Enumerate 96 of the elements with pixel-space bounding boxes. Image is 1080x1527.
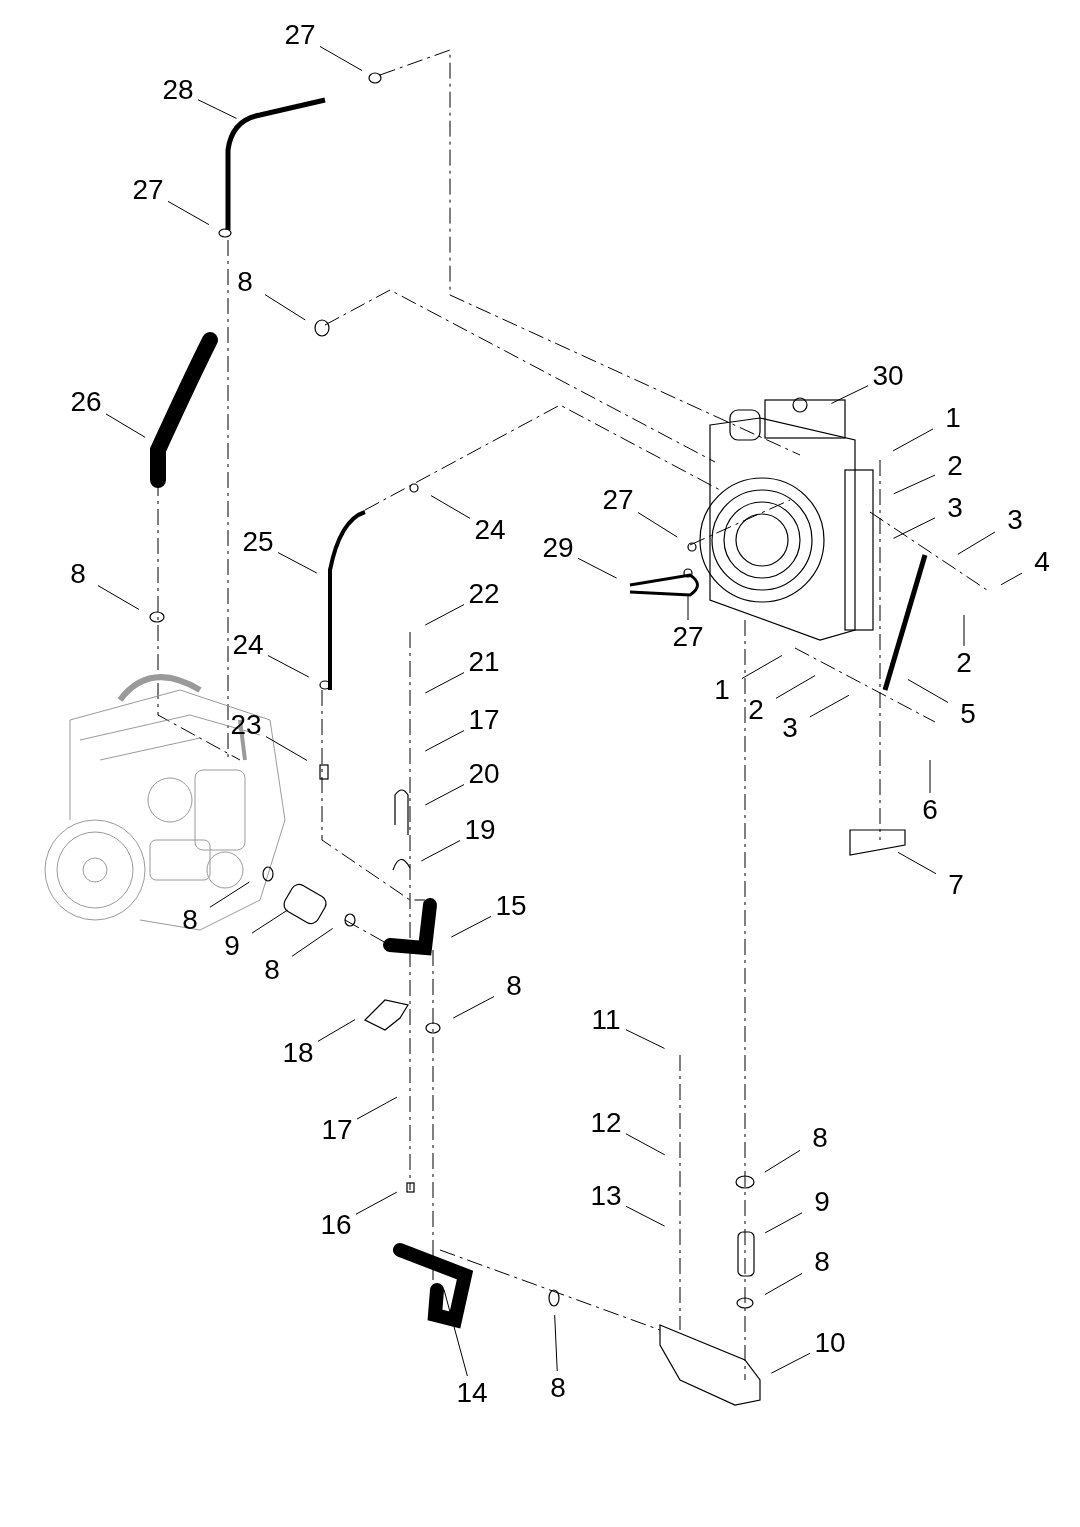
callout-number: 26 xyxy=(70,388,102,416)
callout-number: 8 xyxy=(506,972,522,1000)
callout-number: 8 xyxy=(814,1248,830,1276)
leader-line xyxy=(770,1352,811,1374)
leader-line xyxy=(929,759,931,794)
leader-line xyxy=(424,672,465,694)
callout-number: 1 xyxy=(945,404,961,432)
leader-line xyxy=(963,614,965,647)
leader-line xyxy=(625,1029,665,1049)
leader-line xyxy=(430,495,471,519)
leader-line xyxy=(554,1314,558,1372)
leader-line xyxy=(424,730,465,752)
callout-number: 27 xyxy=(284,21,316,49)
callout-number: 30 xyxy=(872,362,904,390)
callout-number: 16 xyxy=(320,1211,352,1239)
leader-line xyxy=(577,557,618,579)
leader-line xyxy=(265,736,308,761)
leader-line xyxy=(625,1205,666,1227)
leader-line xyxy=(420,840,461,862)
leader-line xyxy=(893,474,936,495)
callout-number: 28 xyxy=(162,76,194,104)
callout-number: 10 xyxy=(814,1329,846,1357)
callout-number: 8 xyxy=(812,1124,828,1152)
callout-number: 4 xyxy=(1034,548,1050,576)
callout-number: 2 xyxy=(947,452,963,480)
callout-number: 8 xyxy=(70,560,86,588)
leader-line xyxy=(319,45,363,72)
callout-number: 3 xyxy=(1007,506,1023,534)
leader-line xyxy=(267,655,310,678)
leader-line xyxy=(775,675,816,699)
callout-number: 20 xyxy=(468,760,500,788)
callout-number: 27 xyxy=(602,486,634,514)
callout-number: 21 xyxy=(468,648,500,676)
leader-line xyxy=(1000,572,1023,586)
callout-number: 18 xyxy=(282,1039,314,1067)
callout-number: 2 xyxy=(748,696,764,724)
leader-line xyxy=(264,294,306,321)
callout-number: 19 xyxy=(464,816,496,844)
callout-number: 29 xyxy=(542,534,574,562)
callout-number: 27 xyxy=(132,176,164,204)
leader-line xyxy=(97,585,140,610)
leader-line xyxy=(741,655,783,679)
callout-number: 23 xyxy=(230,711,262,739)
leader-line xyxy=(450,915,492,938)
callout-number: 17 xyxy=(321,1116,353,1144)
callout-number: 3 xyxy=(947,494,963,522)
leader-line xyxy=(831,385,869,404)
leader-line xyxy=(356,1096,398,1120)
leader-line xyxy=(291,928,334,957)
leader-line xyxy=(764,1212,803,1234)
callout-number: 13 xyxy=(590,1182,622,1210)
callout-number: 12 xyxy=(590,1109,622,1137)
callout-number: 15 xyxy=(495,892,527,920)
leader-line xyxy=(317,1019,356,1042)
callout-number: 3 xyxy=(782,714,798,742)
callout-number: 9 xyxy=(224,932,240,960)
leader-line xyxy=(424,604,465,626)
callout-number: 22 xyxy=(468,580,500,608)
leader-line xyxy=(892,428,934,452)
callout-number: 24 xyxy=(474,516,506,544)
leader-line xyxy=(625,1133,666,1156)
callout-number: 25 xyxy=(242,528,274,556)
callout-number: 5 xyxy=(960,700,976,728)
callout-number: 7 xyxy=(948,871,964,899)
leader-line xyxy=(764,1149,801,1173)
leader-line xyxy=(167,200,210,226)
leader-line xyxy=(957,531,996,555)
leader-line xyxy=(637,512,678,538)
leader-line xyxy=(892,517,936,539)
callout-number: 8 xyxy=(182,906,198,934)
callout-number: 11 xyxy=(591,1006,621,1034)
callout-number: 17 xyxy=(468,706,500,734)
leader-line xyxy=(209,881,250,908)
leader-line xyxy=(687,594,689,621)
leader-line xyxy=(443,1289,468,1377)
callout-number: 6 xyxy=(922,796,938,824)
leader-line xyxy=(897,851,937,875)
leader-line xyxy=(277,552,318,574)
leader-line xyxy=(764,1272,803,1296)
leader-line xyxy=(355,1191,398,1215)
leader-line xyxy=(424,784,465,806)
callout-number: 1 xyxy=(714,676,730,704)
callout-number: 8 xyxy=(237,268,253,296)
callout-number: 8 xyxy=(550,1374,566,1402)
leader-line xyxy=(452,996,495,1019)
leader-line xyxy=(251,909,288,934)
callout-number: 27 xyxy=(672,623,704,651)
leader-line xyxy=(907,679,949,703)
leader-line xyxy=(197,99,237,119)
leader-line xyxy=(105,413,146,438)
callout-number: 14 xyxy=(456,1379,488,1407)
callout-number: 9 xyxy=(814,1188,830,1216)
callout-number: 8 xyxy=(264,956,280,984)
callout-number: 24 xyxy=(232,631,264,659)
callout-number: 2 xyxy=(956,649,972,677)
leader-line xyxy=(809,694,850,718)
